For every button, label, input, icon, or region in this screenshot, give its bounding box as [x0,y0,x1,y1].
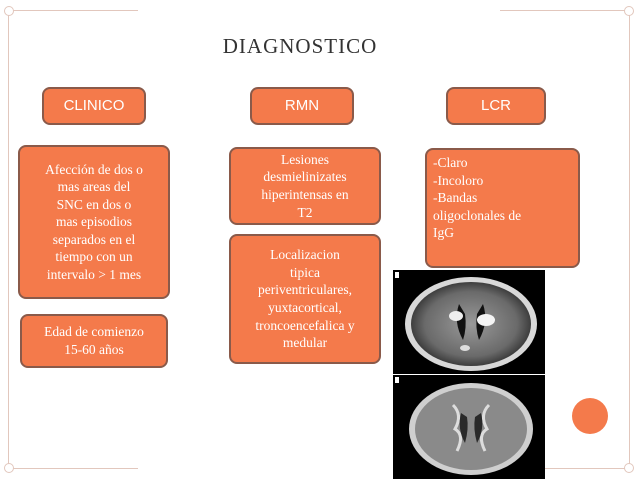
text-line: Localizacion [270,247,340,263]
rmn-lesions-text: Lesiones desmielinizates hiperintensas e… [261,151,348,221]
text-line: mas episodios [55,214,133,230]
text-line: SNC en dos o [56,196,132,212]
text-line: Afección de dos o [45,161,143,177]
rmn-lesions-box: Lesiones desmielinizates hiperintensas e… [229,147,381,225]
slide-title: DIAGNOSTICO [222,34,378,58]
clinico-criteria-box: Afección de dos o mas areas del SNC en d… [18,145,170,299]
text-line: medular [282,335,328,351]
frame-corner-dot [4,463,14,473]
text-line: -Claro [433,155,468,170]
frame-top-right-line [500,10,630,11]
text-line: -Bandas [433,190,478,206]
text-line: -Incoloro [433,172,484,188]
frame-corner-dot [624,6,634,16]
text-line: Edad de comienzo [44,324,144,340]
clinico-age-box: Edad de comienzo 15-60 años [20,314,168,368]
text-line: mas areas del [57,179,131,195]
text-line: oligoclonales de [433,207,522,223]
frame-left-line [8,10,9,469]
text-line: separados en el [52,231,136,247]
decorative-orange-circle [572,398,608,434]
lcr-findings-box: -Claro -Incoloro -Bandas oligoclonales d… [425,148,580,268]
frame-bottom-right-line [500,468,630,469]
text-line: T2 [297,204,313,220]
mri-flair-image [393,270,545,374]
text-line: intervalo > 1 mes [46,266,142,282]
mri-dwi-image [393,375,545,479]
rmn-location-text: Localizacion tipica periventriculares, y… [255,246,354,351]
text-line: troncoencefalica y [255,317,355,333]
text-line: 15-60 años [64,342,124,357]
clinico-age-text: Edad de comienzo 15-60 años [44,323,144,358]
frame-corner-dot [624,463,634,473]
lcr-header: LCR [446,87,546,125]
frame-top-left-line [8,10,138,11]
clinico-header: CLINICO [42,87,146,125]
rmn-location-box: Localizacion tipica periventriculares, y… [229,234,381,364]
text-line: hiperintensas en [261,187,349,202]
text-line: desmielinizates [263,169,347,185]
brain-scan-icon [395,272,537,371]
text-line: tipica [290,264,320,280]
brain-scan-icon [395,377,533,475]
text-line: Lesiones [280,151,329,167]
text-line: periventriculares, [257,282,353,298]
rmn-header: RMN [250,87,354,125]
frame-bottom-left-line [8,468,138,469]
text-line: tiempo con un [55,249,133,265]
frame-corner-dot [4,6,14,16]
text-line: yuxtacortical, [268,300,342,315]
frame-right-line [629,10,630,469]
lcr-findings-text: -Claro -Incoloro -Bandas oligoclonales d… [433,154,521,242]
text-line: IgG [433,225,454,241]
clinico-criteria-text: Afección de dos o mas areas del SNC en d… [45,161,143,284]
